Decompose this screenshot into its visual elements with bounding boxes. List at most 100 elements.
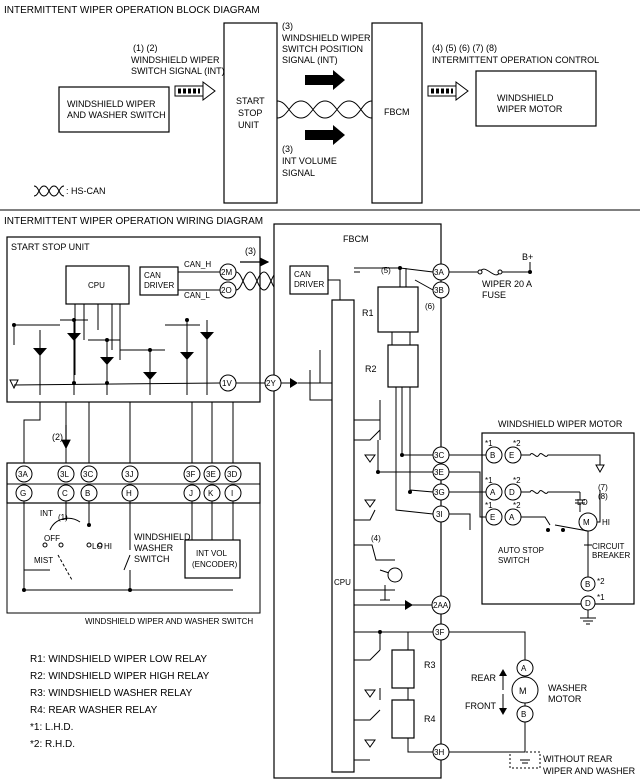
without-label-1: WITHOUT REAR [543,754,613,764]
motor-block [475,70,597,127]
fbcm-wiring-title: FBCM [343,234,369,244]
washer-switch-label-2: WASHER [134,543,174,553]
motor-term-a: A [490,488,496,497]
pos-signal-label-3: SIGNAL (INT) [282,55,338,65]
sw-top-3c: 3C [83,470,93,479]
off-label: OFF [44,534,60,543]
motor-term-b: B [490,451,495,460]
motor-ground [580,610,596,625]
hs-can-twisted-pair [276,100,373,119]
sig7-label: (7) [598,483,608,492]
control-num: (4) (5) (6) (7) (8) [432,43,497,53]
fbcm-can-driver-2: DRIVER [294,280,324,289]
sw-bot-k: K [208,489,214,498]
ssu-label-2: STOP [238,108,262,118]
block-diagram-title: INTERMITTENT WIPER OPERATION BLOCK DIAGR… [4,5,260,16]
fbcm-block [371,22,423,204]
sw-bot-i: I [231,489,233,498]
switch-signal-label-2: SWITCH SIGNAL (INT) [131,66,225,76]
control-arrow [427,81,469,101]
sw-bot-b: B [85,489,90,498]
relay-r3-label: R3 [424,660,436,670]
motor-gnd-b [580,576,596,592]
ssu-terminal-1v-label: 1V [222,379,232,388]
switch-signal-num: (1) (2) [133,43,158,53]
without-label-2: WIPER AND WASHER [543,766,636,776]
fbcm-3f: 3F [435,628,444,637]
switch-body [6,502,261,614]
switch-box-label-1: WINDSHIELD WIPER [67,99,156,109]
relay-r2 [387,344,419,388]
fbcm-input-circuit [281,350,332,401]
autostop-label-2: SWITCH [498,556,530,565]
motor-block-label-1: WINDSHIELD [497,93,554,103]
vol-signal-label-1: INT VOLUME [282,156,337,166]
ssu-block [223,22,278,204]
legend-star1: *1: L.H.D. [30,722,73,733]
star1-b: *1 [485,476,493,485]
sw-bot-g: G [20,489,26,498]
fbcm-can-driver [289,265,329,295]
control-label: INTERMITTENT OPERATION CONTROL [432,55,599,65]
fbcm-cpu [331,299,355,773]
ssu-can-driver-1: CAN [144,271,161,280]
vol-signal-arrow [305,125,345,145]
sig4-label: (4) [371,534,381,543]
legend-r2: R2: WINDSHIELD WIPER HIGH RELAY [30,671,210,682]
int-vol-label-1: INT VOL [196,549,228,558]
ssu-wiring-title: START STOP UNIT [11,242,90,252]
fbcm-washer-circuit [354,630,433,761]
motor-term-e2: E [509,451,514,460]
pos-signal-num: (3) [282,21,293,31]
relay-r1 [377,286,419,333]
washer-term-b: B [521,710,526,719]
washer-motor-label-1: WASHER [548,683,588,693]
pos-signal-label-2: SWITCH POSITION [282,44,363,54]
washer-switch-label-3: SWITCH [134,554,170,564]
star1-a: *1 [485,439,493,448]
int-vol-encoder [184,539,241,579]
relay-r3 [391,649,415,689]
fbcm-2aa: 2AA [433,601,449,610]
motor-m: M [583,518,590,527]
hs-can-legend-symbol [33,185,65,197]
motor-gnd-d-label: D [585,599,591,608]
sig6-label: (6) [425,302,435,311]
fbcm-3h: 3H [434,748,444,757]
fbcm-3e: 3E [434,468,444,477]
bplus-label: B+ [522,252,533,262]
motor-gnd-b-label: B [585,580,590,589]
switch-box [58,86,170,133]
fbcm-3a: 3A [434,268,444,277]
motor-hi: HI [602,518,610,527]
switch-signal-2: (2) [52,432,63,442]
lo-label: LO [92,542,103,551]
sig5-label: (5) [381,266,391,275]
washer-switch-label-1: WINDSHIELD [134,532,191,542]
int-label: INT [40,509,53,518]
fuse-label-2: FUSE [482,290,506,300]
fbcm-relay-circuit [354,266,434,610]
star2-d: *2 [597,577,605,586]
motor-title: WINDSHIELD WIPER MOTOR [498,419,623,429]
can-l-label: CAN_L [184,291,210,300]
relay-r2-label: R2 [365,364,377,374]
fbcm-terminal-2y-label: 2Y [266,379,276,388]
motor-internal-circuit [449,453,605,578]
can-h-label: CAN_H [184,260,211,269]
sw-top-3d: 3D [227,470,237,479]
relay-r4-label: R4 [424,714,436,724]
ssu-wiring-box [6,236,261,403]
wiring-diagram-title: INTERMITTENT WIPER OPERATION WIRING DIAG… [4,216,263,227]
sw-bot-j: J [189,489,193,498]
hi-label: HI [104,542,112,551]
switch-caption: WINDSHIELD WIPER AND WASHER SWITCH [85,617,253,626]
hs-can-legend-text: : HS-CAN [66,186,106,196]
motor-term-a2: A [509,513,515,522]
sw-bot-h: H [126,489,132,498]
washer-motor-circuit [449,631,541,769]
star1-c: *1 [485,501,493,510]
can-to-cpu-wire [328,279,341,300]
sw-bot-c: C [62,489,68,498]
